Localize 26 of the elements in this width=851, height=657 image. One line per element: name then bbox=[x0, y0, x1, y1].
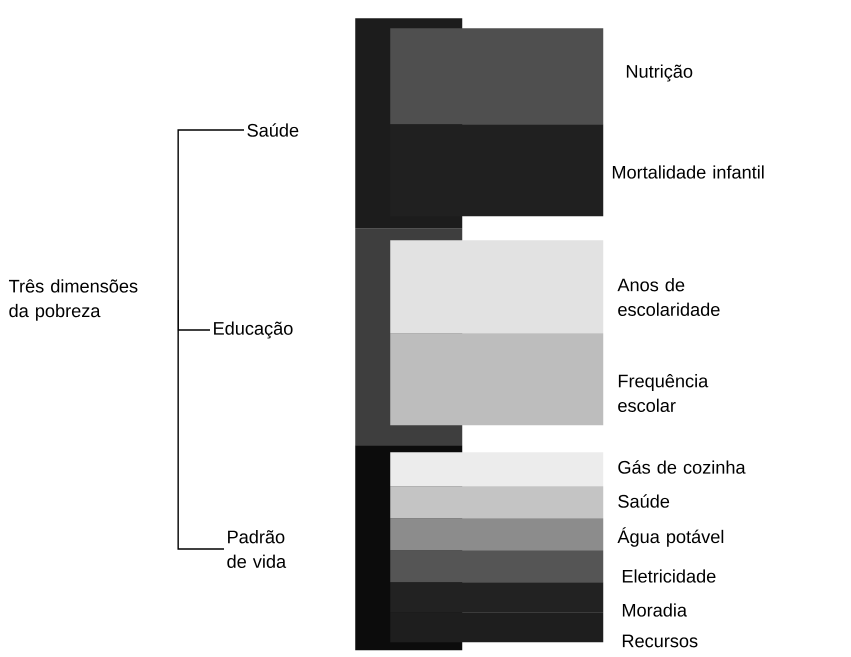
bar-label: Saúde bbox=[618, 494, 670, 508]
bar-label: Nutrição bbox=[626, 64, 692, 82]
stacked-bar bbox=[390, 124, 604, 216]
stacked-bar bbox=[390, 486, 604, 518]
stacked-bar bbox=[390, 518, 604, 550]
dimension-label: Três dimensões da pobreza bbox=[8, 279, 138, 321]
bar-label: Recursos bbox=[622, 634, 698, 648]
dimension-label: Padrão de vida bbox=[227, 530, 286, 568]
stacked-bar bbox=[390, 28, 604, 124]
dimension-label: Educação bbox=[214, 322, 293, 338]
stacked-bar bbox=[390, 612, 604, 642]
bar-label: Anos de escolaridade bbox=[617, 278, 720, 316]
bracket-line bbox=[177, 129, 244, 300]
stacked-bar bbox=[390, 240, 604, 334]
bar-label: Moradia bbox=[622, 603, 687, 617]
stacked-bar bbox=[390, 452, 604, 486]
stacked-bar bbox=[390, 550, 604, 582]
dimension-label: Saúde bbox=[247, 123, 298, 137]
bar-label: Água potável bbox=[617, 527, 724, 547]
stacked-bar bbox=[390, 582, 604, 612]
bar-label: Mortalidade infantil bbox=[612, 165, 764, 179]
bar-label: Frequência escolar bbox=[618, 374, 708, 412]
bar-label: Eletricidade bbox=[622, 569, 716, 583]
bracket-line bbox=[177, 300, 224, 550]
stacked-bar bbox=[390, 333, 604, 426]
bar-label: Gás de cozinha bbox=[618, 460, 746, 474]
